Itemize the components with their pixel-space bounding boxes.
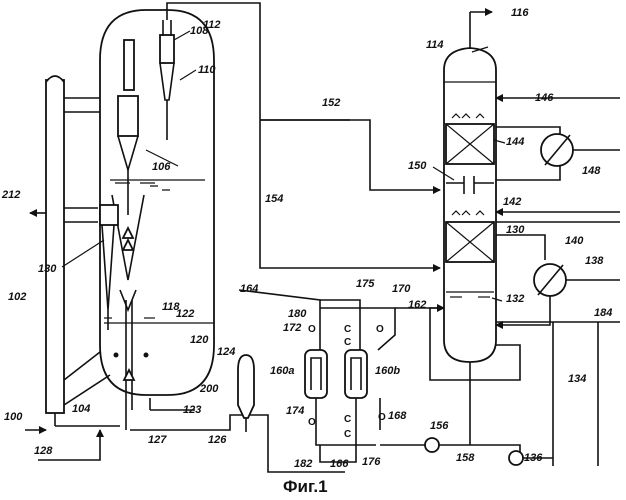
reference-label-164: 164: [240, 283, 258, 295]
reference-label-130: 130: [506, 224, 525, 236]
valve-state-mark: C: [344, 429, 351, 440]
valve-state-mark: C: [344, 414, 351, 425]
reference-label-134: 134: [568, 373, 586, 385]
valve-state-mark: O: [378, 412, 386, 423]
valve-state-mark: O: [308, 324, 316, 335]
reference-label-140: 140: [565, 235, 584, 247]
reference-label-132: 132: [506, 293, 524, 305]
riser-102: [46, 76, 64, 413]
reference-label-112: 112: [203, 19, 221, 31]
reference-label-200: 200: [199, 383, 219, 395]
reference-label-102: 102: [8, 291, 26, 303]
reference-label-170: 170: [392, 283, 411, 295]
reference-label-184: 184: [594, 307, 612, 319]
reference-label-182: 182: [294, 458, 312, 470]
accumulator-124: [238, 355, 254, 418]
coker-drum-160b: [345, 350, 367, 398]
valve-state-mark: C: [344, 324, 351, 335]
valve-state-mark: O: [376, 324, 384, 335]
reference-label-150: 150: [408, 160, 427, 172]
reference-label-124: 124: [217, 346, 235, 358]
reference-labels: 100 102 104 106 108 110 112 114 116 118 …: [1, 7, 612, 470]
reference-label-138: 138: [585, 255, 604, 267]
figure-caption: Фиг.1: [283, 477, 328, 496]
reference-label-142: 142: [503, 196, 521, 208]
reference-label-162: 162: [408, 299, 426, 311]
reference-label-175: 175: [356, 278, 375, 290]
reference-label-146: 146: [535, 92, 554, 104]
reference-label-128: 128: [34, 445, 53, 457]
reference-label-156: 156: [430, 420, 449, 432]
reference-label-130: 130: [38, 263, 57, 275]
reference-label-160b: 160b: [375, 365, 400, 377]
reference-label-116: 116: [511, 7, 529, 19]
reference-label-122: 122: [176, 308, 194, 320]
reference-label-160a: 160a: [270, 365, 294, 377]
reactor-vessel: [55, 10, 214, 426]
cyclone-108-body: [160, 35, 174, 63]
reference-label-212: 212: [1, 189, 20, 201]
reference-label-180: 180: [288, 308, 307, 320]
pump-156: [425, 438, 439, 452]
reference-label-110: 110: [198, 64, 216, 76]
reference-label-148: 148: [582, 165, 601, 177]
valve-state-mark: O: [308, 417, 316, 428]
coker-drum-160a: [305, 350, 327, 398]
reference-label-158: 158: [456, 452, 475, 464]
reference-label-104: 104: [72, 403, 90, 415]
valve-state-mark: C: [344, 337, 351, 348]
reference-label-154: 154: [265, 193, 283, 205]
reference-label-166: 166: [330, 458, 349, 470]
fractionator-114: [444, 12, 496, 380]
reference-label-106: 106: [152, 161, 171, 173]
reference-label-172: 172: [283, 322, 301, 334]
reference-label-123: 123: [183, 404, 201, 416]
reference-label-126: 126: [208, 434, 227, 446]
reference-label-174: 174: [286, 405, 304, 417]
reference-label-114: 114: [426, 39, 444, 51]
reference-label-144: 144: [506, 136, 524, 148]
reference-label-120: 120: [190, 334, 209, 346]
reference-label-136: 136: [524, 452, 543, 464]
reference-label-176: 176: [362, 456, 381, 468]
reference-label-152: 152: [322, 97, 340, 109]
reference-label-100: 100: [4, 411, 23, 423]
pump-136: [509, 451, 523, 465]
reference-label-127: 127: [148, 434, 167, 446]
reference-label-168: 168: [388, 410, 407, 422]
